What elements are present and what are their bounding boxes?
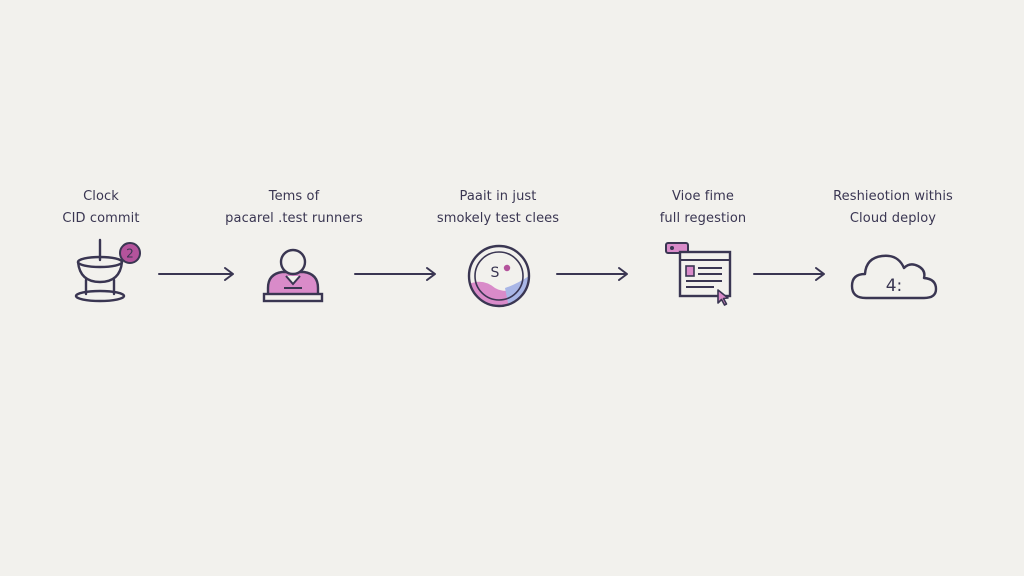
step-1-line-2: CID commit	[62, 211, 140, 226]
step-1-line-1: Clock	[83, 189, 119, 204]
step-4-label: Vioe fime full regestion	[623, 186, 783, 230]
arrow-3	[556, 266, 630, 286]
arrow-4	[753, 266, 827, 286]
step-5-label: Reshieotion withis Cloud deploy	[813, 186, 973, 230]
step-3-line-1: Paait in just	[459, 189, 537, 204]
arrow-2	[354, 266, 438, 286]
step-5-glyph: 4:	[886, 276, 903, 296]
cloud-icon: 4:	[848, 244, 940, 308]
step-3-glyph: S	[491, 265, 500, 281]
document-report-icon	[664, 240, 736, 312]
step-3-label: Paait in just smokely test clees	[418, 186, 578, 230]
step-5-line-1: Reshieotion withis	[833, 189, 953, 204]
arrow-1	[158, 266, 236, 286]
badge-icon: 2	[118, 241, 142, 269]
person-at-desk-icon	[262, 244, 324, 310]
badge-text: 2	[126, 247, 134, 261]
step-2-label: Tems of pacarel .test runners	[214, 186, 374, 230]
step-5-line-2: Cloud deploy	[849, 211, 937, 226]
step-2-line-1: Tems of	[268, 189, 320, 204]
circle-smoke-test-icon: S	[465, 244, 533, 312]
step-3-line-2: smokely test clees	[436, 211, 560, 226]
step-4-line-2: full regestion	[659, 211, 747, 226]
pedestal-bowl-icon	[70, 238, 150, 312]
step-1-label: Clock CID commit	[21, 186, 181, 230]
step-2-line-2: pacarel .test runners	[225, 211, 363, 226]
step-4-line-1: Vioe fime	[671, 189, 735, 204]
